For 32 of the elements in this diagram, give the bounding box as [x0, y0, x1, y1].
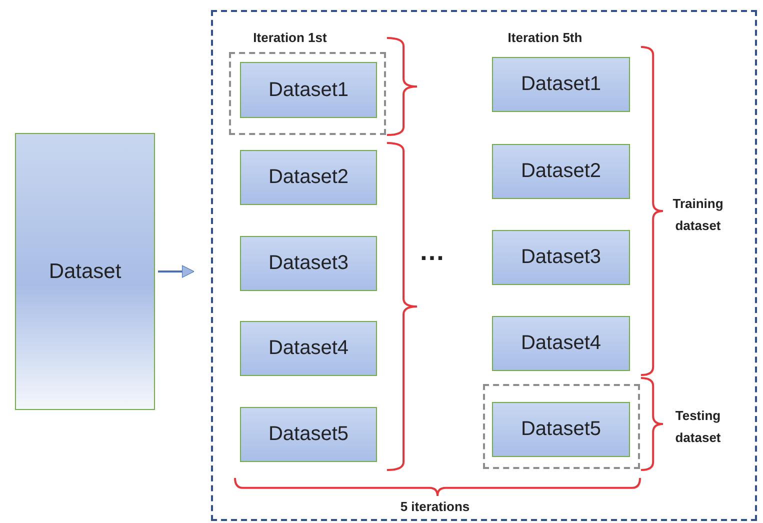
- dataset-block: [240, 62, 377, 118]
- node-label: Dataset3: [520, 246, 602, 269]
- node-label: Dataset2: [268, 166, 349, 189]
- node-label: Dataset3: [268, 252, 349, 275]
- node-label: Dataset4: [520, 332, 602, 355]
- split-label: Testing dataset: [674, 407, 722, 447]
- node-label: Dataset5: [268, 423, 349, 446]
- split-label: Training dataset: [672, 195, 724, 235]
- dataset-block: [492, 316, 630, 371]
- dataset-block: [240, 150, 377, 205]
- dataset-block: [240, 321, 377, 376]
- dataset-block: [492, 230, 630, 285]
- test-split-frame: [483, 384, 640, 469]
- dataset-block: [240, 236, 377, 291]
- iteration-heading: Iteration 1st: [252, 29, 328, 47]
- node-label: Dataset5: [520, 418, 602, 441]
- node-label: Dataset: [48, 260, 122, 284]
- dataset-box: [15, 133, 155, 410]
- dataset-block: [492, 144, 630, 199]
- iteration-count-label: 5 iterations: [399, 498, 471, 516]
- arrow: [158, 265, 194, 278]
- node-label: Dataset1: [268, 78, 349, 102]
- node-label: Dataset1: [520, 73, 602, 96]
- node-label: Dataset4: [268, 337, 349, 360]
- iterations-frame: [211, 10, 757, 521]
- ellipsis: …: [418, 240, 446, 262]
- node-label: Dataset2: [520, 160, 602, 183]
- dataset-block: [492, 57, 630, 112]
- test-split-frame: [229, 52, 386, 135]
- dataset-block: [492, 402, 630, 457]
- iteration-heading: Iteration 5th: [506, 29, 584, 47]
- dataset-block: [240, 407, 377, 462]
